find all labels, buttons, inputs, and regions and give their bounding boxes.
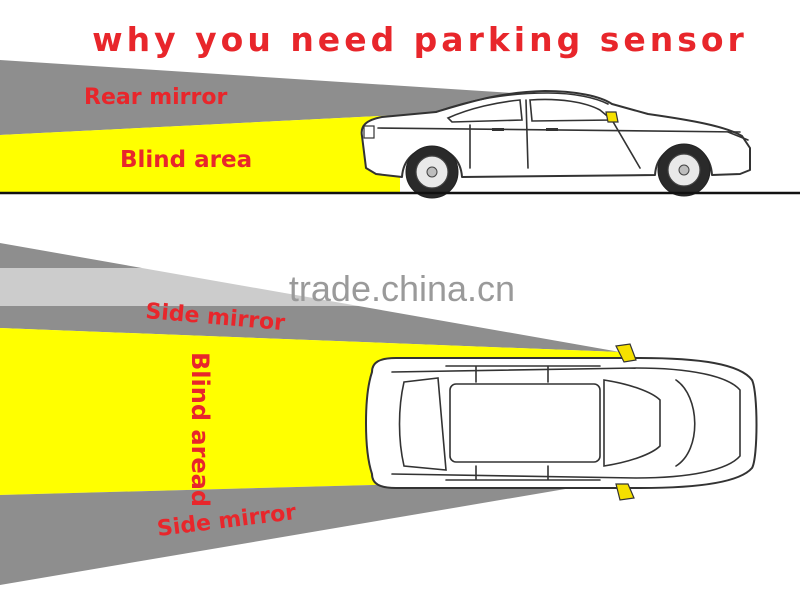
car-side-front-wheel — [657, 143, 711, 197]
car-top-inner-outline — [391, 367, 741, 479]
car-side-beltline — [377, 127, 741, 133]
top-view-panel: trade.china.cn Side mirror Blind aread S… — [0, 243, 758, 585]
car-side-roofline — [435, 92, 609, 113]
car-top-rear-window — [398, 377, 447, 471]
side-view-panel: Rear mirror Blind area — [0, 60, 800, 199]
car-side-mirror — [605, 111, 619, 123]
car-side-taillight — [363, 125, 375, 139]
car-top-hood — [675, 379, 696, 467]
car-top-mirror-left — [615, 343, 637, 363]
rear-mirror-view-zone — [0, 60, 590, 135]
blind-area-label-side: Blind area — [120, 147, 252, 173]
blind-area-zone — [0, 115, 400, 192]
car-top-side-windows-upper — [445, 365, 601, 383]
watermark-text: trade.china.cn — [289, 268, 515, 309]
car-side-view — [360, 90, 751, 199]
diagram-title: why you need parking sensor — [92, 20, 748, 59]
car-side-door-handle-rear — [492, 128, 504, 131]
car-top-windshield — [603, 379, 661, 467]
car-side-headlight — [727, 131, 749, 141]
blind-area-label-top-view: Blind aread — [186, 352, 214, 507]
car-side-door-handle-front — [546, 128, 558, 131]
car-side-rear-window — [446, 99, 523, 123]
side-mirror-view-zone-bottom — [0, 478, 630, 585]
car-top-roof — [449, 383, 601, 463]
car-top-view — [365, 343, 758, 501]
car-top-side-windows-lower — [445, 465, 601, 481]
car-top-mirror-right — [615, 483, 635, 501]
car-side-rear-wheel — [405, 145, 459, 199]
watermark-band — [0, 268, 540, 306]
car-side-door-lines — [469, 99, 641, 169]
rear-mirror-label: Rear mirror — [84, 85, 227, 110]
